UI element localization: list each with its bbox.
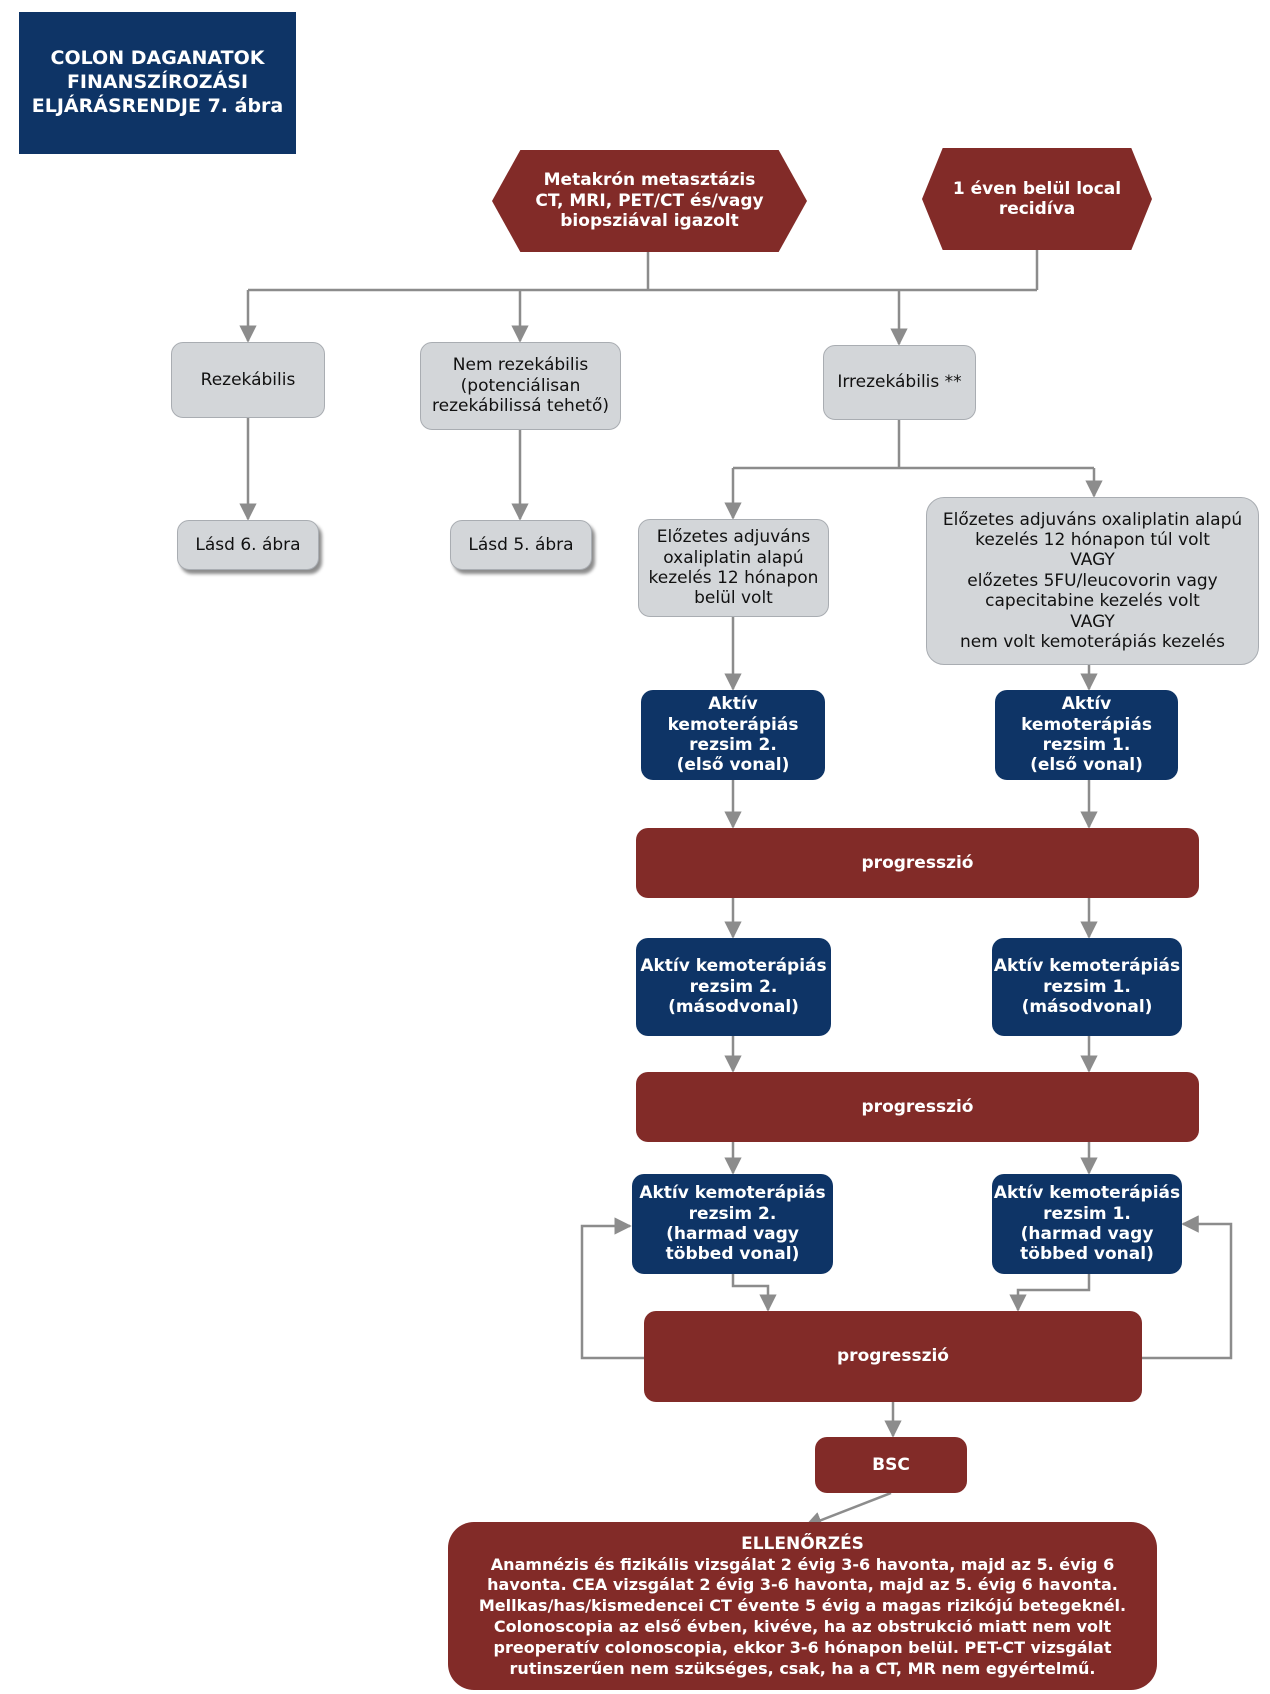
- ellenorzes-line: Mellkas/has/kismedencei CT évente 5 évig…: [478, 1596, 1127, 1616]
- arrow-to-ellenorzes: [804, 1491, 892, 1529]
- progresszio-2-node: progresszió: [636, 1072, 1199, 1142]
- progresszio-3-node: progresszió: [644, 1311, 1142, 1402]
- ellenorzes-box: ELLENŐRZÉS Anamnézis és fizikális vizsgá…: [448, 1522, 1157, 1690]
- rezekabilis-node: Rezekábilis: [171, 342, 325, 418]
- rezsim-1-elso-vonal-node: Aktív kemoterápiás rezsim 1. (első vonal…: [995, 690, 1178, 780]
- ellenorzes-line: rutinszerűen nem szükséges, csak, ha a C…: [509, 1658, 1096, 1678]
- loop-right: [1142, 1215, 1233, 1360]
- ellenorzes-line: Anamnézis és fizikális vizsgálat 2 évig …: [490, 1554, 1115, 1574]
- elozetes-kezeles-tul-node: Előzetes adjuváns oxaliplatin alapú keze…: [926, 497, 1259, 665]
- loop-left: [580, 1217, 644, 1360]
- lasd-5-abra-node: Lásd 5. ábra: [450, 520, 592, 570]
- rezsim-2-harmad-vonal-node: Aktív kemoterápiás rezsim 2. (harmad vag…: [632, 1174, 833, 1274]
- ellenorzes-title: ELLENŐRZÉS: [741, 1533, 864, 1554]
- elozetes-kezeles-belul-node: Előzetes adjuváns oxaliplatin alapú keze…: [638, 519, 829, 617]
- lasd-6-abra-node: Lásd 6. ábra: [177, 520, 319, 570]
- rezsim-2-elso-vonal-node: Aktív kemoterápiás rezsim 2. (első vonal…: [641, 690, 825, 780]
- metakron-metasztazis-node: Metakrón metasztázis CT, MRI, PET/CT és/…: [492, 150, 807, 252]
- ellenorzes-line: preoperatív colonoscopia, ekkor 3-6 hóna…: [493, 1637, 1112, 1657]
- local-recidiva-node: 1 éven belül local recidíva: [922, 148, 1152, 250]
- progresszio-1-node: progresszió: [636, 828, 1199, 898]
- ellenorzes-line: Colonoscopia az első évben, kivéve, ha a…: [493, 1617, 1112, 1637]
- rezsim-2-masodvonal-node: Aktív kemoterápiás rezsim 2. (másodvonal…: [636, 938, 831, 1036]
- nem-rezekabilis-node: Nem rezekábilis (potenciálisan rezekábil…: [420, 342, 621, 430]
- rezsim-1-masodvonal-node: Aktív kemoterápiás rezsim 1. (másodvonal…: [992, 938, 1182, 1036]
- rezsim-1-harmad-vonal-node: Aktív kemoterápiás rezsim 1. (harmad vag…: [992, 1174, 1182, 1274]
- ellenorzes-line: havonta. CEA vizsgálat 2 évig 3-6 havont…: [487, 1575, 1118, 1595]
- irrezekabilis-node: Irrezekábilis **: [823, 345, 976, 420]
- figure-title: COLON DAGANATOK FINANSZÍROZÁSI ELJÁRÁSRE…: [19, 12, 296, 154]
- arrow-rezsim1-harmad-to-progresszio3: [1009, 1274, 1091, 1312]
- bsc-node: BSC: [815, 1437, 967, 1493]
- arrow-rezsim2-harmad-to-progresszio3: [731, 1274, 777, 1312]
